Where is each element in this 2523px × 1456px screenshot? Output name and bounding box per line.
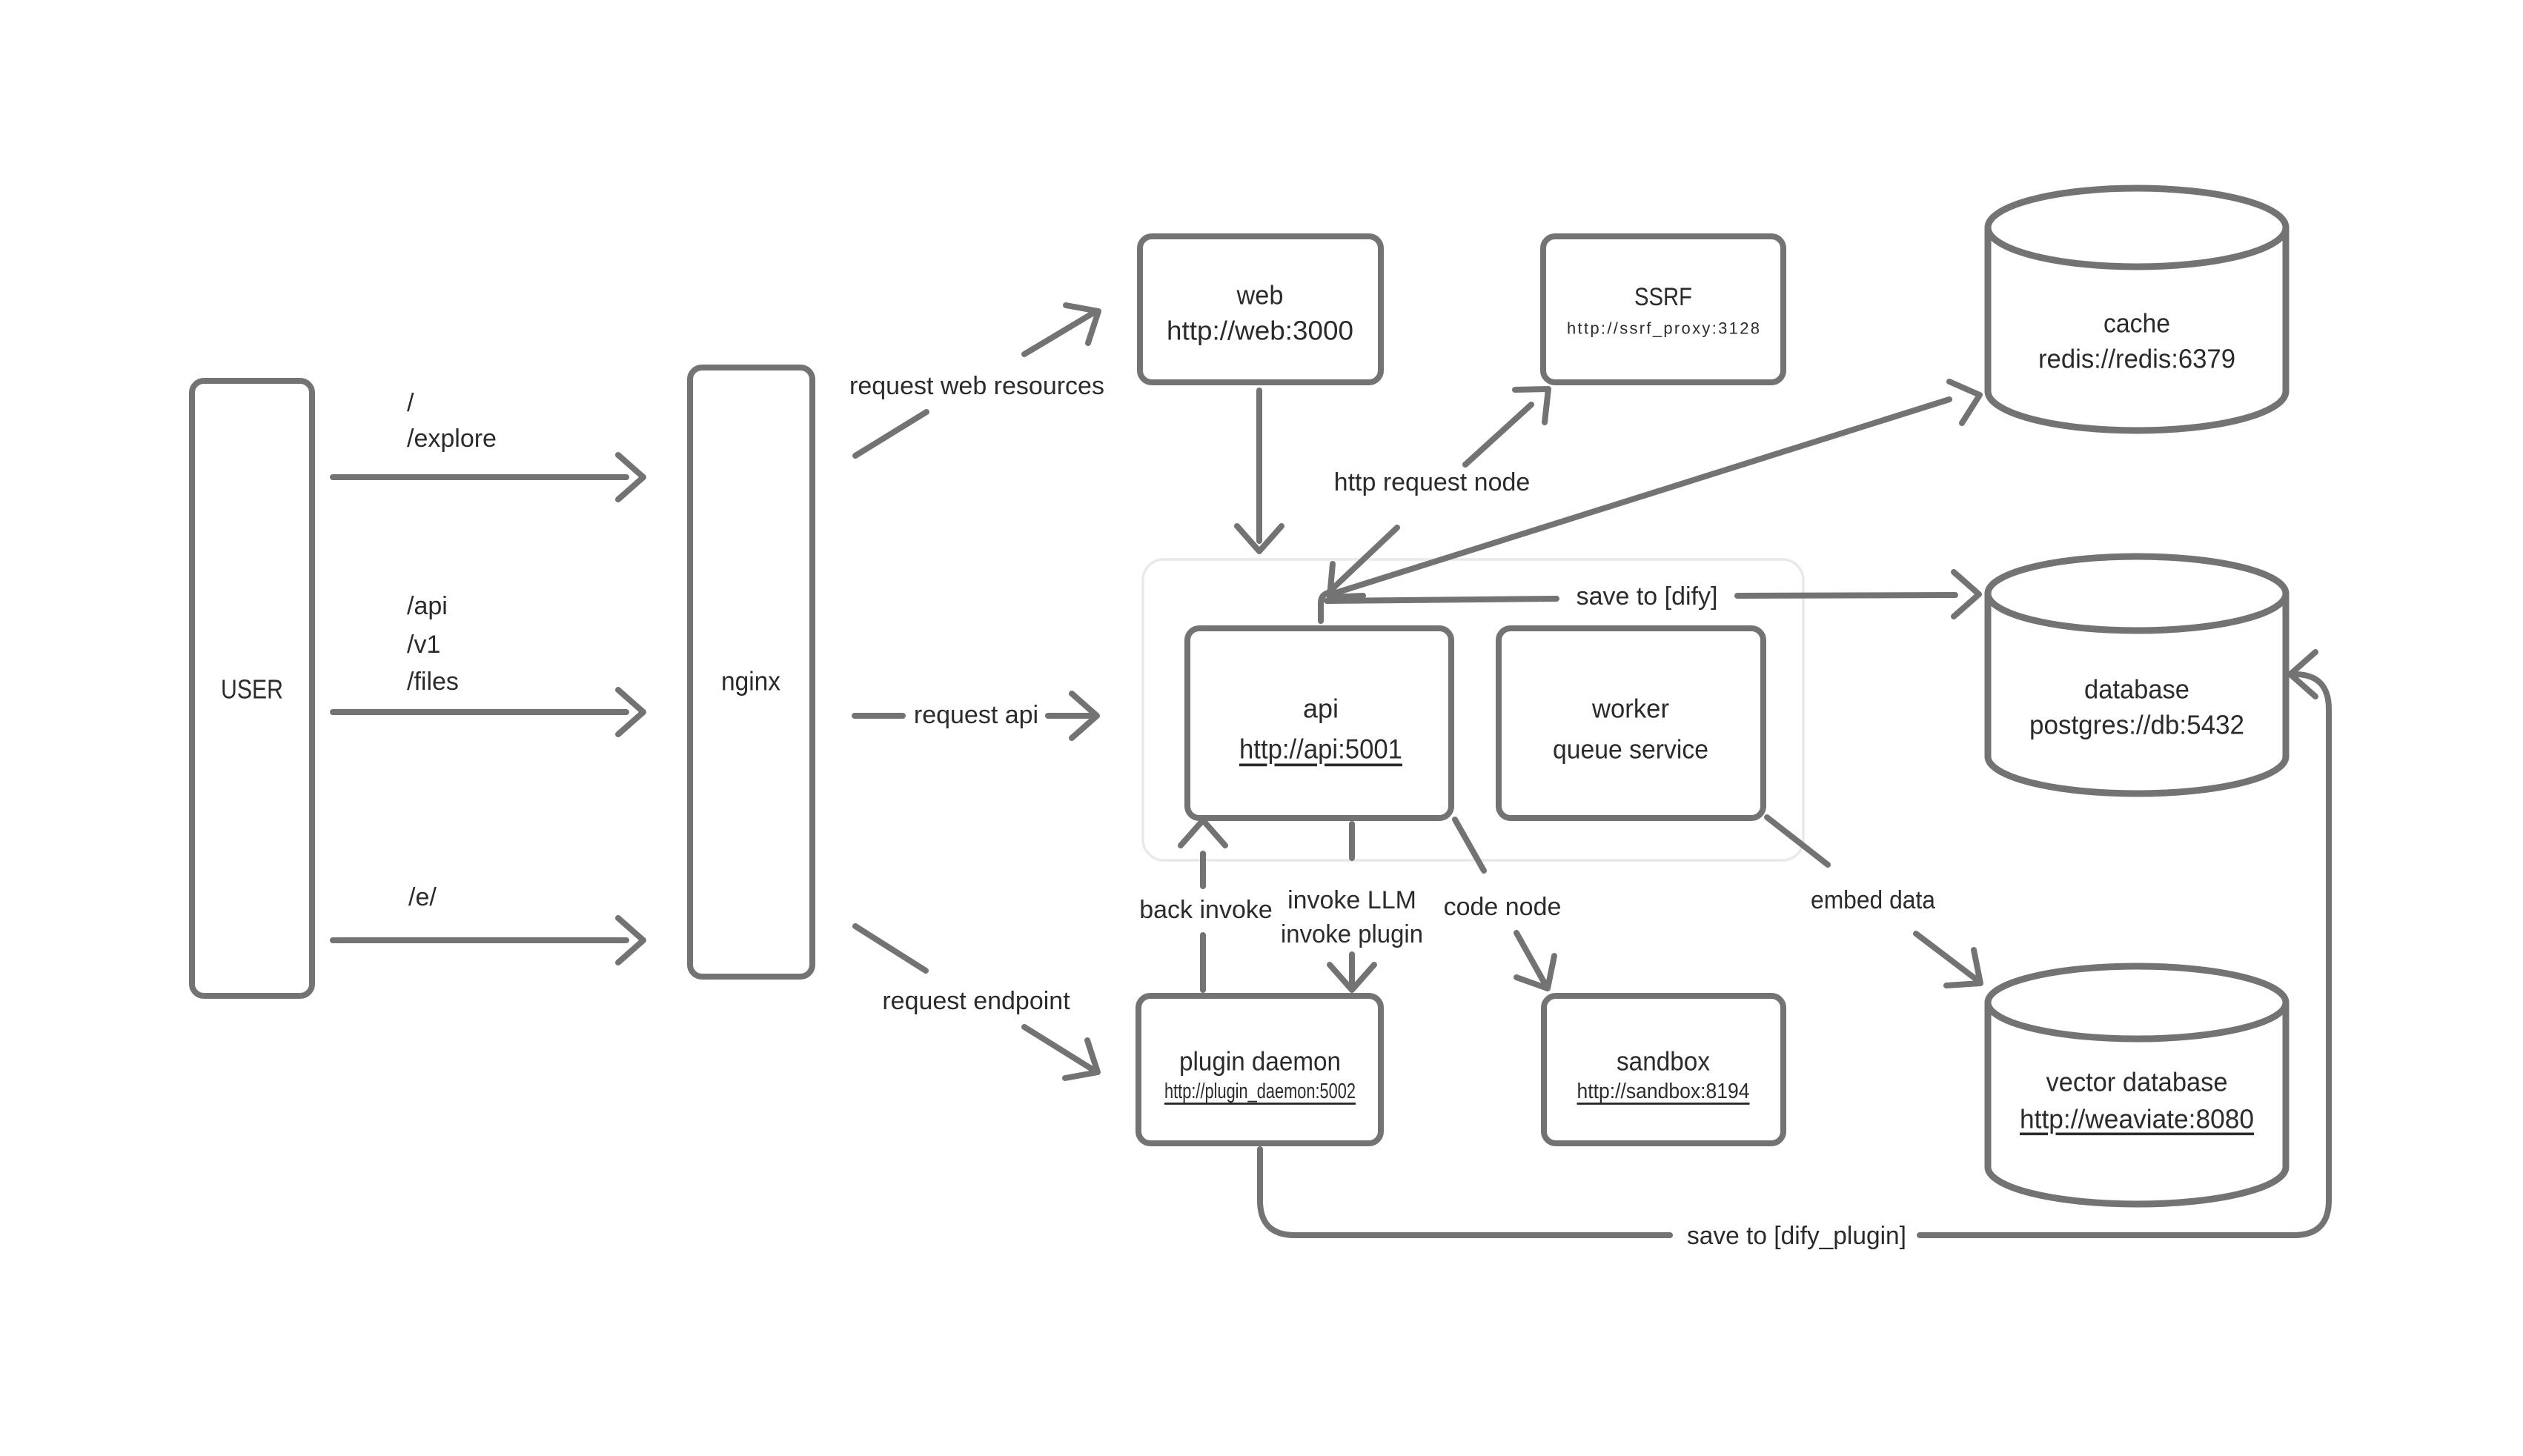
svg-text:sandbox: sandbox <box>1617 1046 1710 1077</box>
svg-text:http request node: http request node <box>1334 468 1531 496</box>
svg-text:http://ssrf_proxy:3128: http://ssrf_proxy:3128 <box>1567 319 1760 338</box>
svg-text:invoke plugin: invoke plugin <box>1281 920 1423 948</box>
svg-text:request web resources: request web resources <box>849 372 1104 400</box>
svg-text:web: web <box>1236 280 1284 310</box>
svg-text:worker: worker <box>1591 694 1669 724</box>
svg-text:nginx: nginx <box>721 666 780 697</box>
svg-text:http://api:5001: http://api:5001 <box>1239 734 1402 765</box>
svg-text:back invoke: back invoke <box>1139 896 1273 924</box>
svg-text:redis://redis:6379: redis://redis:6379 <box>2038 344 2235 374</box>
svg-text:invoke LLM: invoke LLM <box>1287 886 1416 914</box>
svg-text:SSRF: SSRF <box>1634 283 1692 311</box>
svg-text:postgres://db:5432: postgres://db:5432 <box>2029 710 2244 740</box>
svg-text:request api: request api <box>914 701 1038 729</box>
svg-text:/e/: /e/ <box>408 883 437 911</box>
svg-text:cache: cache <box>2103 308 2170 339</box>
svg-text:http://sandbox:8194: http://sandbox:8194 <box>1577 1080 1750 1103</box>
svg-text:database: database <box>2084 674 2189 705</box>
svg-text:/explore: /explore <box>407 425 497 453</box>
svg-text:http://web:3000: http://web:3000 <box>1167 316 1353 346</box>
svg-text:/files: /files <box>407 668 459 696</box>
svg-text:queue service: queue service <box>1553 734 1708 765</box>
svg-text:/v1: /v1 <box>407 631 440 659</box>
svg-text:vector database: vector database <box>2046 1067 2228 1097</box>
svg-text:api: api <box>1303 694 1339 724</box>
svg-text:http://plugin_daemon:5002: http://plugin_daemon:5002 <box>1164 1080 1356 1103</box>
svg-text:code node: code node <box>1444 893 1562 921</box>
svg-text:http://weaviate:8080: http://weaviate:8080 <box>2020 1104 2254 1134</box>
svg-text:save to [dify]: save to [dify] <box>1577 582 1718 611</box>
svg-text:/: / <box>407 389 414 417</box>
svg-text:plugin daemon: plugin daemon <box>1179 1046 1341 1077</box>
svg-text:USER: USER <box>221 674 283 705</box>
svg-text:/api: /api <box>407 592 448 620</box>
svg-text:save to [dify_plugin]: save to [dify_plugin] <box>1687 1222 1906 1250</box>
svg-text:request endpoint: request endpoint <box>882 987 1070 1015</box>
svg-text:embed data: embed data <box>1811 886 1935 914</box>
